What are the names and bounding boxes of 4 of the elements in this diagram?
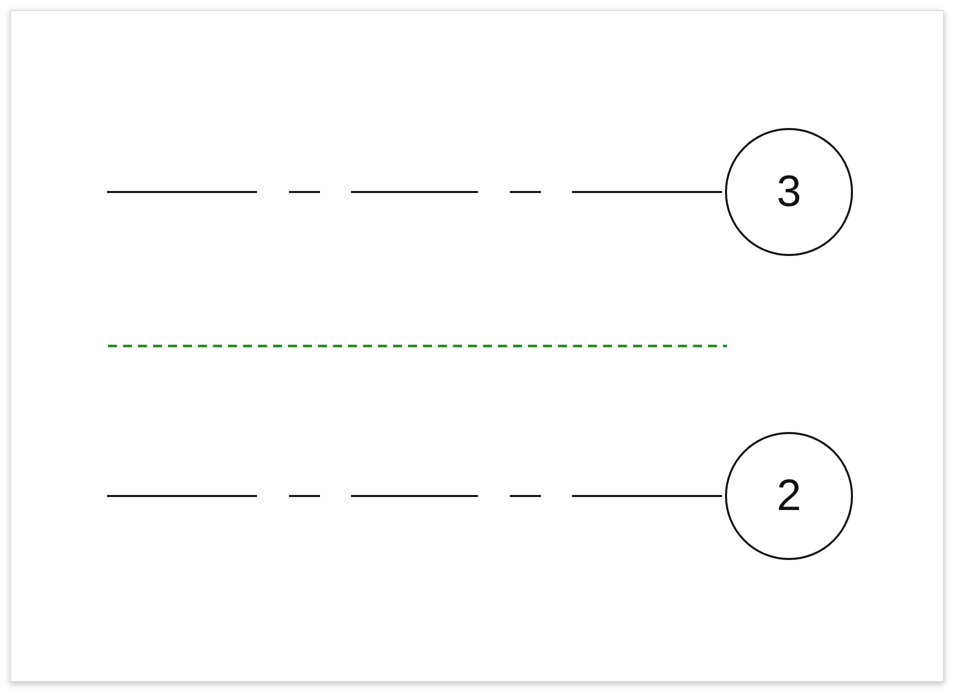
grid-number: 2	[776, 474, 802, 518]
grid-line	[107, 191, 725, 193]
grid-line	[107, 495, 725, 497]
grid-number: 3	[776, 170, 802, 214]
